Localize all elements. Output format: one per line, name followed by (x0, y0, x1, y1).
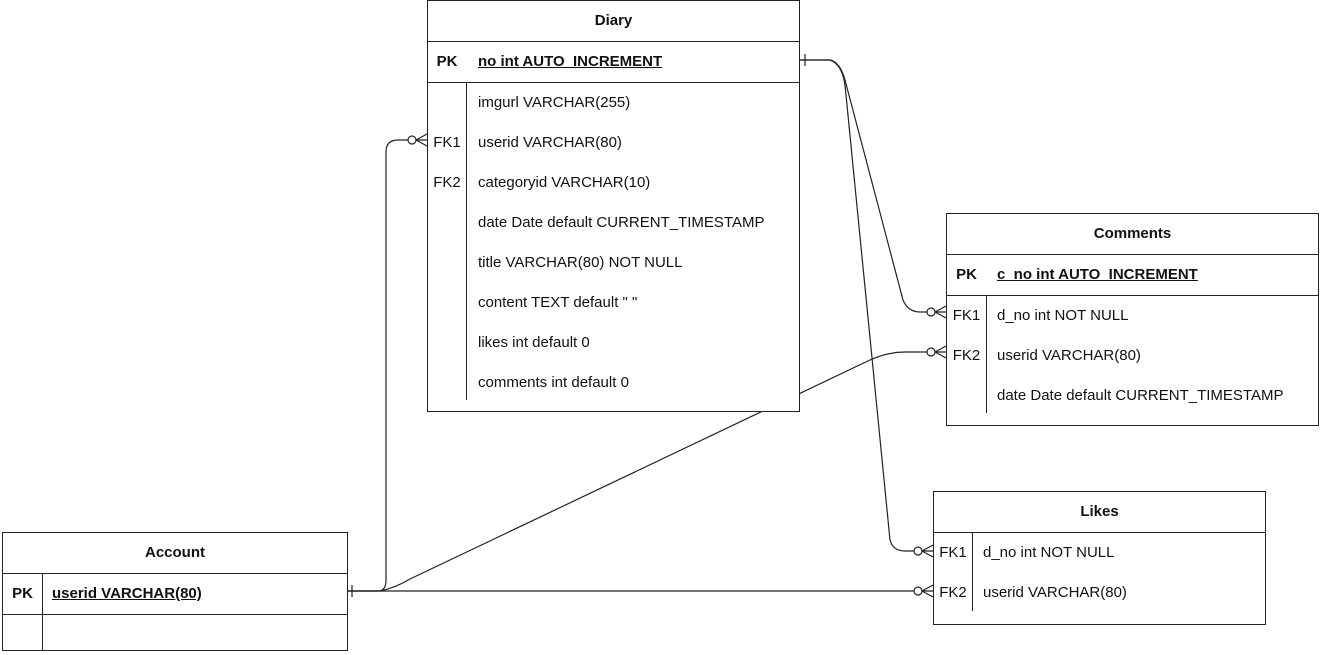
key-label: FK1 (433, 134, 461, 151)
table-row[interactable]: FK2 userid VARCHAR(80) (947, 336, 1318, 376)
key-label: FK1 (952, 307, 981, 324)
table-row[interactable]: FK1 d_no int NOT NULL (947, 296, 1318, 336)
key-label: FK2 (952, 347, 981, 364)
comments-table-title: Comments (947, 214, 1318, 255)
field-label: title VARCHAR(80) NOT NULL (478, 254, 683, 271)
diary-table[interactable]: Diary PK no int AUTO_INCREMENT imgurl VA… (427, 0, 800, 412)
zero-many-marker-diary-fk1 (407, 133, 428, 147)
comments-pk-row[interactable]: PK c_no int AUTO_INCREMENT (947, 255, 1318, 296)
key-column-divider (42, 574, 43, 651)
field-label: content TEXT default " " (478, 294, 638, 311)
field-label: imgurl VARCHAR(255) (478, 94, 631, 111)
field-label: d_no int NOT NULL (997, 307, 1129, 324)
field-label: userid VARCHAR(80) (478, 134, 622, 151)
key-label (428, 283, 466, 323)
key-column-divider (972, 533, 973, 611)
key-label (947, 376, 986, 416)
pk-label: PK (436, 53, 458, 70)
field-label: userid VARCHAR(80) (997, 347, 1141, 364)
comments-table[interactable]: Comments PK c_no int AUTO_INCREMENT FK1 d… (946, 213, 1319, 426)
account-table[interactable]: Account PK userid VARCHAR(80) (2, 532, 348, 651)
diary-pk-row[interactable]: PK no int AUTO_INCREMENT (428, 42, 799, 83)
field-label: comments int default 0 (478, 374, 629, 391)
likes-table[interactable]: Likes FK1 d_no int NOT NULL FK2 userid VAR… (933, 491, 1266, 625)
key-label (428, 363, 466, 403)
likes-table-title: Likes (934, 492, 1265, 533)
table-row[interactable] (3, 615, 347, 655)
account-table-title: Account (3, 533, 347, 574)
diary-pk-field: no int AUTO_INCREMENT (478, 53, 663, 70)
table-row[interactable]: FK1 userid VARCHAR(80) (428, 123, 799, 163)
field-label: d_no int NOT NULL (983, 544, 1115, 561)
table-row[interactable]: FK2 categoryid VARCHAR(10) (428, 163, 799, 203)
diary-table-title: Diary (428, 1, 799, 42)
table-row[interactable]: content TEXT default " " (428, 283, 799, 323)
table-row[interactable]: date Date default CURRENT_TIMESTAMP (428, 203, 799, 243)
key-label (428, 203, 466, 243)
table-row[interactable]: title VARCHAR(80) NOT NULL (428, 243, 799, 283)
zero-many-marker-comments-fk1 (926, 305, 947, 319)
field-label: categoryid VARCHAR(10) (478, 174, 651, 191)
key-column-divider (986, 295, 987, 413)
account-pk-row[interactable]: PK userid VARCHAR(80) (3, 574, 347, 615)
account-pk-field: userid VARCHAR(80) (52, 585, 202, 602)
field-label: date Date default CURRENT_TIMESTAMP (478, 214, 765, 231)
field-label: likes int default 0 (478, 334, 590, 351)
comments-pk-field: c_no int AUTO_INCREMENT (997, 266, 1198, 283)
key-label (428, 323, 466, 363)
key-column-divider (466, 82, 467, 400)
table-row[interactable]: FK2 userid VARCHAR(80) (934, 573, 1265, 613)
key-label (428, 243, 466, 283)
connector-diary-comments (800, 59, 930, 313)
field-label: date Date default CURRENT_TIMESTAMP (997, 387, 1284, 404)
field-label: userid VARCHAR(80) (983, 584, 1127, 601)
key-label (3, 615, 42, 655)
table-row[interactable]: FK1 d_no int NOT NULL (934, 533, 1265, 573)
table-row[interactable]: imgurl VARCHAR(255) (428, 83, 799, 123)
zero-many-marker-comments-fk2 (926, 345, 947, 359)
connector-account-diary (348, 139, 410, 592)
zero-many-marker-likes-fk1 (913, 544, 934, 558)
table-row[interactable]: likes int default 0 (428, 323, 799, 363)
key-label: FK2 (939, 584, 967, 601)
zero-many-marker-likes-fk2 (913, 584, 934, 598)
table-row[interactable]: comments int default 0 (428, 363, 799, 403)
key-label (428, 83, 466, 123)
key-label: FK1 (939, 544, 967, 561)
key-label: FK2 (433, 174, 461, 191)
pk-label: PK (956, 266, 977, 283)
pk-label: PK (12, 585, 33, 602)
table-row[interactable]: date Date default CURRENT_TIMESTAMP (947, 376, 1318, 416)
connector-diary-likes (800, 59, 917, 552)
